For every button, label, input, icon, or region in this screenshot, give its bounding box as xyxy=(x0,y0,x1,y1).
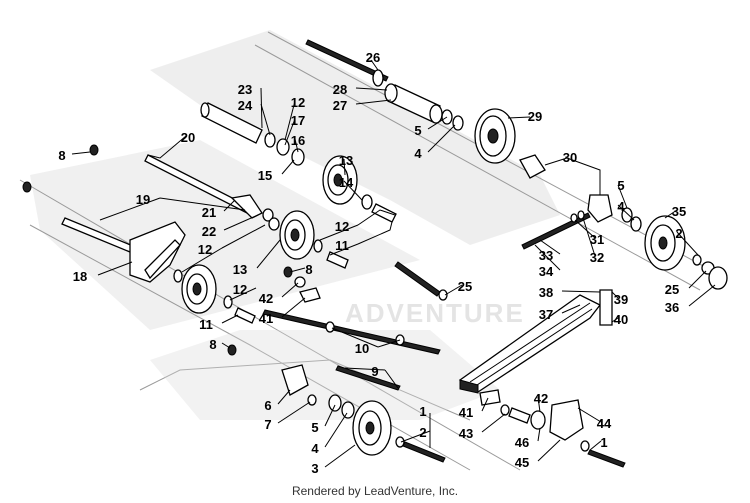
callout-c14: 14 xyxy=(339,175,354,190)
footer-credit: Rendered by LeadVenture, Inc. xyxy=(291,484,459,498)
callout-c40: 40 xyxy=(614,312,628,327)
callout-c21: 21 xyxy=(202,205,216,220)
lower-left-wheel-assembly xyxy=(281,364,446,463)
callout-c5b: 5 xyxy=(617,178,624,193)
callout-c17: 17 xyxy=(291,113,305,128)
callout-c2a: 2 xyxy=(675,226,682,241)
callout-c16: 16 xyxy=(291,133,305,148)
callout-c29: 29 xyxy=(528,109,542,124)
callout-c19: 19 xyxy=(136,192,150,207)
upper-axle-wheel-13 xyxy=(200,102,397,223)
right-wheel-assembly xyxy=(519,154,728,290)
callout-c36: 36 xyxy=(665,300,679,315)
callout-c15: 15 xyxy=(258,168,272,183)
callout-c11a: 11 xyxy=(335,238,349,253)
callout-c7: 7 xyxy=(264,417,271,432)
callout-c24: 24 xyxy=(238,98,253,113)
callout-c10: 10 xyxy=(355,341,369,356)
callout-c8a: 8 xyxy=(58,148,65,163)
bolt-25 xyxy=(394,261,448,301)
callout-c46: 46 xyxy=(515,435,529,450)
lower-wheel-13 xyxy=(173,264,256,324)
lower-right-bracket-assembly xyxy=(479,389,626,468)
callout-c9: 9 xyxy=(371,364,378,379)
callout-c5c: 5 xyxy=(311,420,318,435)
callout-c39: 39 xyxy=(614,292,628,307)
callout-c43: 43 xyxy=(459,426,473,441)
callout-c33: 33 xyxy=(539,248,553,263)
callout-c38: 38 xyxy=(539,285,553,300)
callout-c25a: 25 xyxy=(458,279,472,294)
callout-c11b: 11 xyxy=(199,317,213,332)
callout-c1b: 1 xyxy=(600,435,607,450)
callout-c20: 20 xyxy=(181,130,195,145)
callout-c23: 23 xyxy=(238,82,252,97)
callout-c42b: 42 xyxy=(534,391,548,406)
callout-c37: 37 xyxy=(539,307,553,322)
callout-c12a: 12 xyxy=(291,95,305,110)
idler-wheel-29 xyxy=(474,108,531,164)
callout-c12b: 12 xyxy=(335,219,349,234)
cross-rod-9-10 xyxy=(262,309,441,391)
callout-c8c: 8 xyxy=(209,337,216,352)
callout-c18: 18 xyxy=(73,269,87,284)
callout-c13a: 13 xyxy=(339,153,353,168)
arm-and-wheel-12 xyxy=(230,194,349,269)
callout-c13b: 13 xyxy=(233,262,247,277)
callout-c22: 22 xyxy=(202,224,216,239)
callout-c25b: 25 xyxy=(665,282,679,297)
callout-c30: 30 xyxy=(563,150,577,165)
callout-c12d: 12 xyxy=(233,282,247,297)
callout-c4a: 4 xyxy=(414,146,422,161)
callout-c1a: 1 xyxy=(419,404,426,419)
callout-c41b: 41 xyxy=(459,405,473,420)
callout-c3: 3 xyxy=(311,461,318,476)
callout-c32: 32 xyxy=(590,250,604,265)
callout-c31: 31 xyxy=(590,232,604,247)
callout-c26: 26 xyxy=(366,50,380,65)
bracket-18 xyxy=(129,221,186,283)
upper-shaft-assembly xyxy=(305,39,464,131)
callout-c27: 27 xyxy=(333,98,347,113)
torque-arm-37 xyxy=(458,289,613,394)
callout-c6: 6 xyxy=(264,398,271,413)
callout-c28: 28 xyxy=(333,82,347,97)
callout-c4b: 4 xyxy=(617,199,625,214)
callout-c12c: 12 xyxy=(198,242,212,257)
callout-c4c: 4 xyxy=(311,441,319,456)
slide-rail-frame xyxy=(19,30,721,471)
callout-c2b: 2 xyxy=(419,425,426,440)
callout-c45: 45 xyxy=(515,455,529,470)
callout-c44: 44 xyxy=(597,416,612,431)
callout-c42a: 42 xyxy=(259,291,273,306)
callout-c8b: 8 xyxy=(305,262,312,277)
callout-c35: 35 xyxy=(672,204,686,219)
watermark-text: ADVENTURE xyxy=(345,298,525,328)
callout-c34: 34 xyxy=(539,264,554,279)
leader-lines xyxy=(71,59,716,468)
callout-c5a: 5 xyxy=(414,123,421,138)
callout-c41a: 41 xyxy=(259,311,273,326)
cross-rods-19-20 xyxy=(22,144,251,260)
